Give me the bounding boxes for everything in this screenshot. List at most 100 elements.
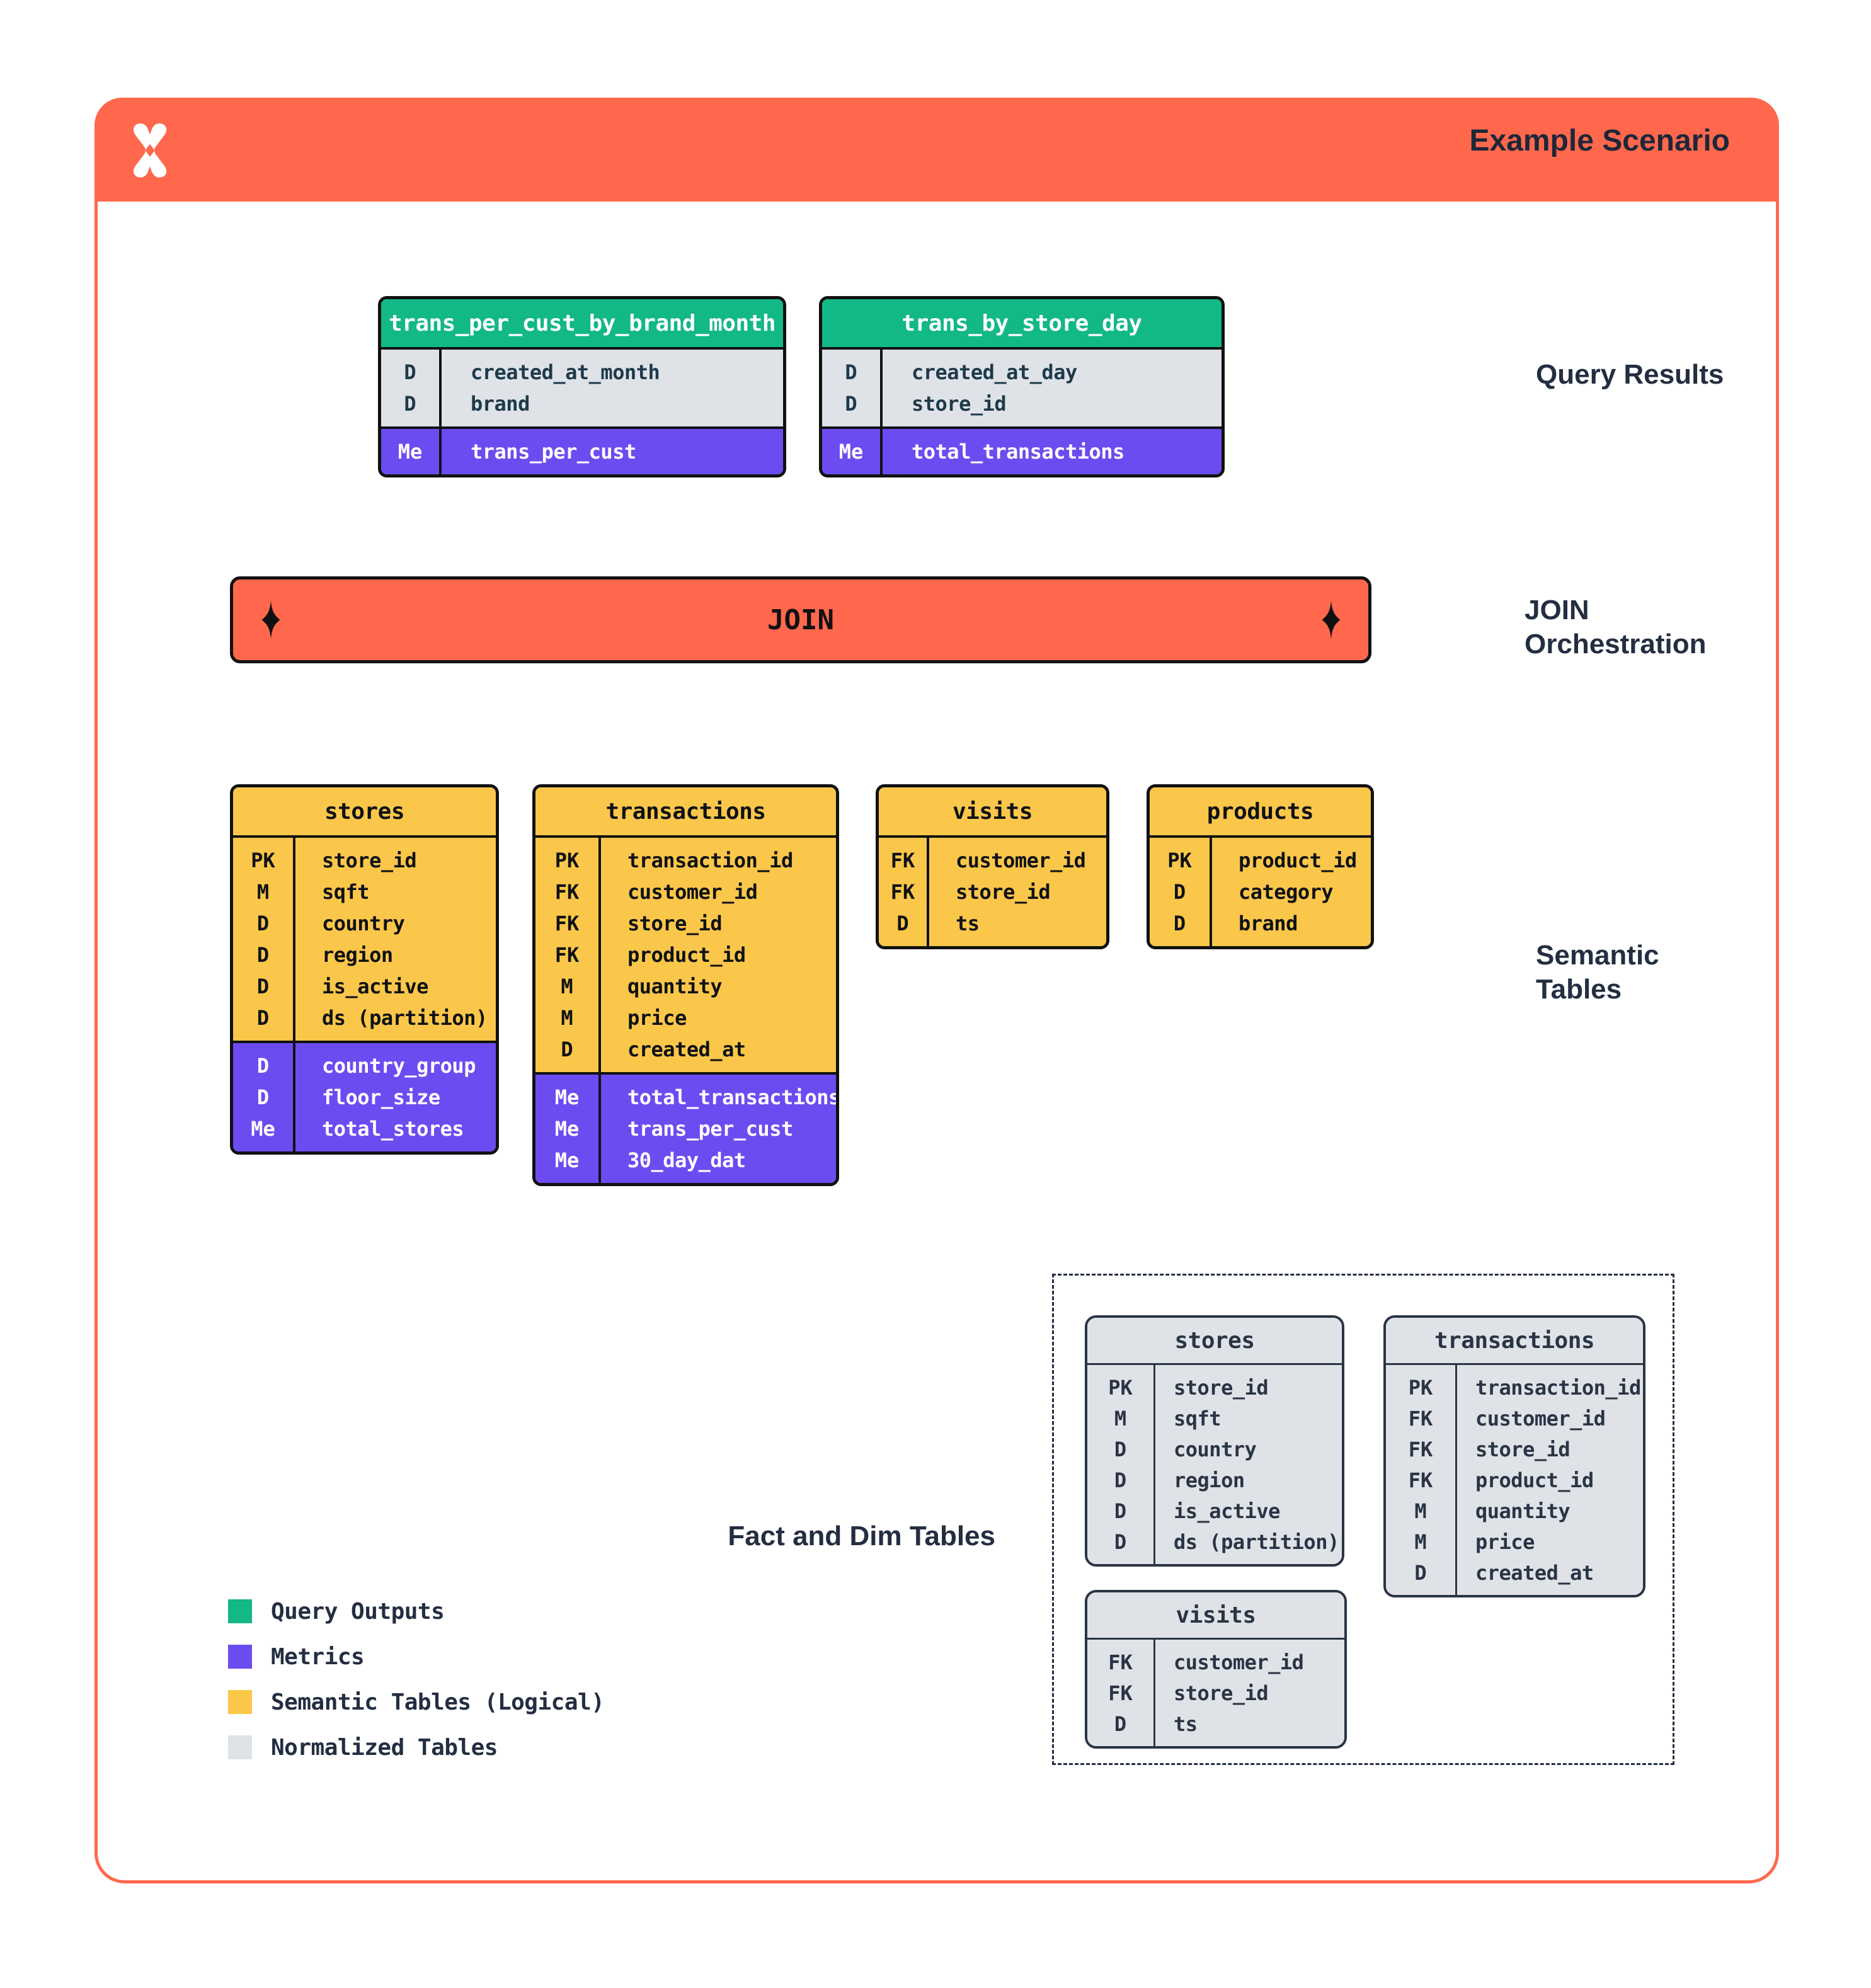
key-badge: M bbox=[256, 880, 270, 904]
legend-swatch bbox=[228, 1645, 252, 1669]
field-name: store_id bbox=[912, 392, 1007, 416]
field-name: customer_id bbox=[956, 848, 1086, 872]
legend-label: Metrics bbox=[271, 1643, 365, 1670]
key-badge: D bbox=[256, 943, 270, 967]
semantic-tables-label: Semantic Tables bbox=[1536, 939, 1659, 1007]
key-badge: Me bbox=[251, 1117, 275, 1141]
field-name: ds (partition) bbox=[322, 1006, 488, 1030]
key-badge: Me bbox=[398, 440, 423, 464]
field-name: price bbox=[1475, 1529, 1535, 1554]
field-name: brand bbox=[471, 392, 530, 416]
join-orchestration-bar: JOIN bbox=[230, 576, 1371, 663]
key-badge: FK bbox=[1408, 1437, 1433, 1461]
key-badge: D bbox=[1114, 1499, 1127, 1523]
table-title: visits bbox=[879, 787, 1106, 835]
key-badge: D bbox=[256, 1085, 270, 1109]
field-name: created_at_day bbox=[912, 360, 1077, 384]
page-title: Example Scenario bbox=[1469, 124, 1730, 157]
field-name: 30_day_dat bbox=[627, 1148, 746, 1172]
card-header-bar bbox=[94, 98, 1779, 202]
key-badge: FK bbox=[890, 880, 915, 904]
key-badge: Me bbox=[554, 1117, 580, 1141]
key-badge: FK bbox=[1408, 1468, 1433, 1492]
field-name: product_id bbox=[1475, 1468, 1594, 1492]
field-name: is_active bbox=[322, 974, 428, 998]
key-badge: FK bbox=[1108, 1681, 1133, 1705]
key-badge: Me bbox=[554, 1085, 580, 1109]
field-name: country_group bbox=[322, 1054, 476, 1078]
field-name: quantity bbox=[627, 974, 723, 998]
table-title: stores bbox=[1087, 1318, 1342, 1363]
field-name: store_id bbox=[1174, 1375, 1269, 1400]
key-badge: D bbox=[256, 911, 270, 935]
field-name: product_id bbox=[1239, 848, 1357, 872]
field-name: ts bbox=[1174, 1711, 1198, 1736]
legend-item: Metrics bbox=[228, 1634, 604, 1679]
key-badge: M bbox=[1414, 1529, 1427, 1554]
key-badge: D bbox=[256, 1054, 270, 1078]
field-name: total_transactions bbox=[912, 440, 1124, 464]
key-badge: D bbox=[1173, 911, 1186, 935]
field-name: created_at bbox=[1475, 1560, 1594, 1585]
field-name: region bbox=[1174, 1468, 1245, 1492]
field-name: store_id bbox=[956, 880, 1051, 904]
field-name: country bbox=[1174, 1437, 1257, 1461]
table-title: stores bbox=[233, 787, 496, 835]
field-name: total_stores bbox=[322, 1117, 464, 1141]
brand-x-logo-icon bbox=[133, 123, 167, 178]
key-badge: PK bbox=[251, 848, 275, 872]
key-badge: FK bbox=[554, 880, 580, 904]
table-row: PK store_id bbox=[1087, 1372, 1342, 1403]
table-title: visits bbox=[1087, 1592, 1344, 1638]
key-badge: D bbox=[256, 1006, 270, 1030]
table-title: products bbox=[1150, 787, 1371, 835]
table-row: FK product_id bbox=[1386, 1465, 1643, 1495]
join-orchestration-label-line2: Orchestration bbox=[1525, 629, 1707, 660]
field-name: store_id bbox=[627, 911, 723, 935]
key-badge: D bbox=[845, 392, 857, 416]
field-name: quantity bbox=[1475, 1499, 1571, 1523]
field-name: product_id bbox=[627, 943, 746, 967]
sparkle-diamond-icon bbox=[1322, 600, 1341, 639]
fact-dim-label: Fact and Dim Tables bbox=[728, 1521, 995, 1551]
field-name: created_at_month bbox=[471, 360, 660, 384]
key-badge: PK bbox=[1108, 1375, 1133, 1400]
key-badge: D bbox=[256, 974, 270, 998]
field-name: transaction_id bbox=[627, 848, 793, 872]
field-name: customer_id bbox=[627, 880, 758, 904]
